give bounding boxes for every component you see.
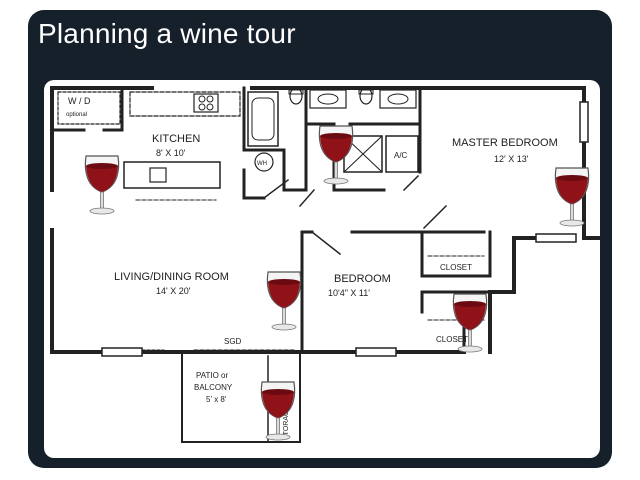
storage-label: STORAGE bbox=[283, 406, 290, 440]
wine-glass-living-icon bbox=[266, 271, 302, 331]
floor-plan-image[interactable]: W / D optional KITCHEN 8' X 10' WH A/C M… bbox=[44, 80, 600, 458]
tweet-card: Planning a wine tour bbox=[28, 10, 612, 468]
floor-plan-svg: W / D optional KITCHEN 8' X 10' WH A/C M… bbox=[50, 86, 600, 443]
master-bedroom-size: 12' X 13' bbox=[494, 154, 529, 164]
closet-1-label: CLOSET bbox=[440, 263, 472, 272]
master-bedroom-name: MASTER BEDROOM bbox=[452, 137, 558, 149]
bedroom-size: 10'4" X 11' bbox=[328, 288, 370, 298]
sgd-label: SGD bbox=[224, 337, 242, 346]
kitchen-name: KITCHEN bbox=[152, 133, 200, 145]
wine-glass-kitchen-icon bbox=[84, 155, 120, 215]
bedroom-name: BEDROOM bbox=[334, 273, 391, 285]
kitchen-size: 8' X 10' bbox=[156, 148, 186, 158]
patio-size: 5' x 8' bbox=[206, 395, 227, 404]
wd-label: W / D bbox=[68, 96, 91, 106]
ac-label: A/C bbox=[394, 151, 408, 160]
wine-glass-bathroom-icon bbox=[318, 125, 354, 185]
post-title: Planning a wine tour bbox=[38, 18, 296, 49]
patio-name: PATIO or bbox=[196, 371, 228, 380]
wd-sub-label: optional bbox=[66, 112, 87, 118]
living-dining-name: LIVING/DINING ROOM bbox=[114, 271, 229, 283]
living-dining-size: 14' X 20' bbox=[156, 286, 191, 296]
wh-label: WH bbox=[257, 161, 267, 167]
closet-2-label: CLOSET bbox=[436, 335, 468, 344]
patio-name-2: BALCONY bbox=[194, 383, 233, 392]
